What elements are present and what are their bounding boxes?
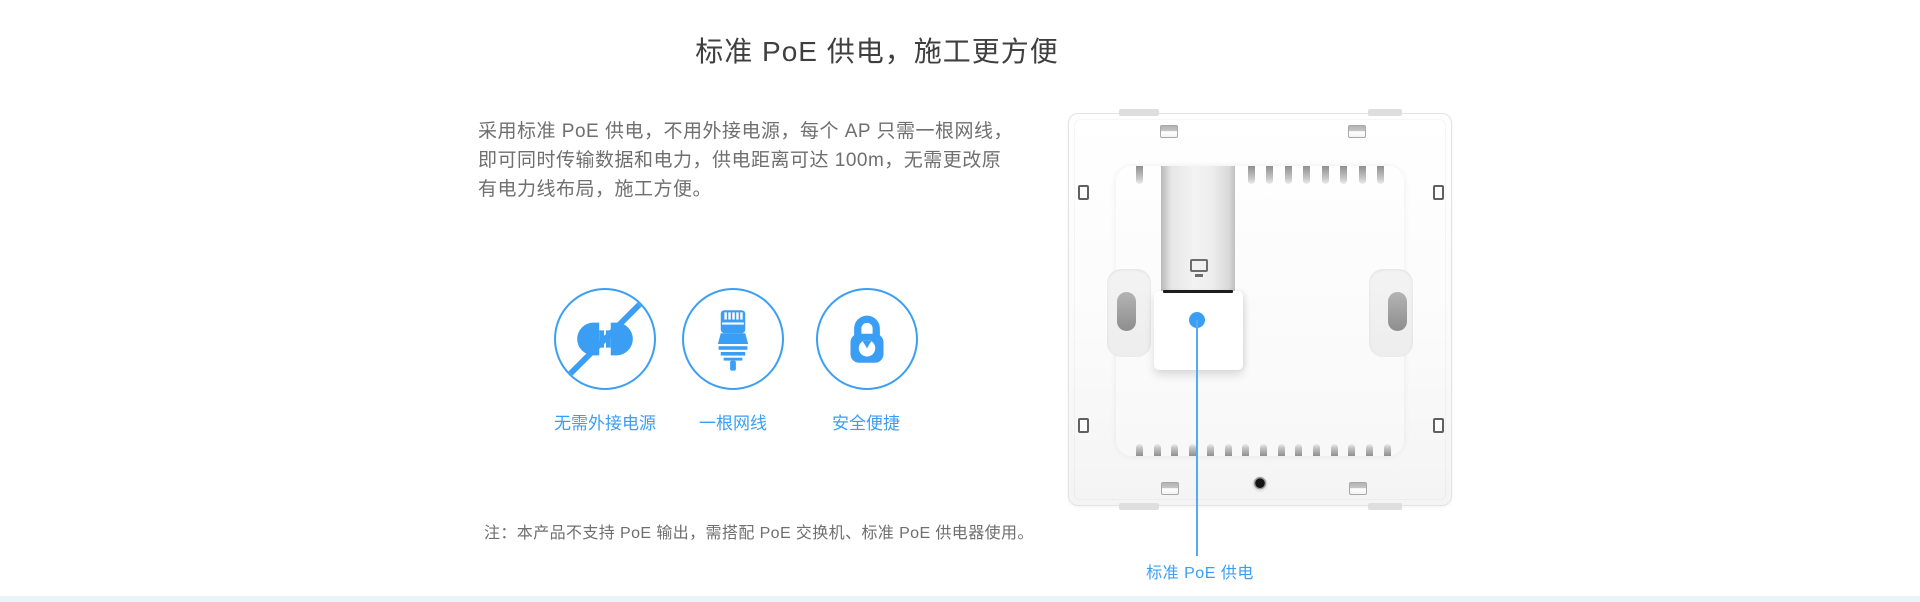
mounting-tab bbox=[1368, 503, 1402, 510]
side-hole bbox=[1078, 185, 1089, 200]
callout-label: 标准 PoE 供电 bbox=[1146, 565, 1254, 582]
ethernet-cable-icon bbox=[697, 300, 769, 378]
poe-port-block bbox=[1154, 291, 1243, 370]
next-section-edge bbox=[0, 596, 1920, 602]
feature-secure bbox=[816, 288, 918, 390]
intro-line: 即可同时传输数据和电力，供电距离可达 100m，无需更改原 bbox=[478, 150, 1002, 171]
vent-slots-top bbox=[1248, 166, 1384, 184]
mount-slot bbox=[1160, 125, 1178, 138]
intro-line: 采用标准 PoE 供电，不用外接电源，每个 AP 只需一根网线， bbox=[478, 121, 1014, 142]
mounting-tab bbox=[1368, 109, 1402, 116]
side-hole bbox=[1433, 185, 1444, 200]
mounting-tab bbox=[1119, 109, 1159, 116]
side-hole bbox=[1433, 418, 1444, 433]
mount-slot bbox=[1349, 482, 1367, 495]
callout-line bbox=[1196, 320, 1198, 556]
latch-button bbox=[1117, 292, 1136, 331]
feature-no-external-power bbox=[554, 288, 656, 390]
mounting-tab bbox=[1119, 503, 1159, 510]
intro-paragraph: 采用标准 PoE 供电，不用外接电源，每个 AP 只需一根网线， 即可同时传输数… bbox=[478, 117, 1014, 204]
latch-button bbox=[1388, 292, 1407, 331]
feature-one-cable bbox=[682, 288, 784, 390]
feature-label-secure: 安全便捷 bbox=[832, 414, 900, 433]
no-external-power-icon bbox=[557, 291, 653, 387]
vent-slots-top bbox=[1136, 166, 1143, 184]
mount-slot bbox=[1348, 125, 1366, 138]
rj45-opening bbox=[1163, 290, 1233, 293]
lock-icon bbox=[834, 304, 900, 374]
mount-slot bbox=[1161, 482, 1179, 495]
intro-line: 有电力线布局，施工方便。 bbox=[478, 179, 713, 200]
note-text: 注：本产品不支持 PoE 输出，需搭配 PoE 交换机、标准 PoE 供电器使用… bbox=[484, 525, 1034, 542]
page-title: 标准 PoE 供电，施工更方便 bbox=[695, 36, 1059, 67]
product-image-wall-ap bbox=[1068, 109, 1452, 510]
screw-hole bbox=[1252, 476, 1268, 492]
feature-label-one-cable: 一根网线 bbox=[699, 414, 767, 433]
feature-label-no-external-power: 无需外接电源 bbox=[554, 414, 656, 433]
side-hole bbox=[1078, 418, 1089, 433]
vent-slots-bottom bbox=[1136, 444, 1391, 456]
ethernet-port-icon bbox=[1190, 259, 1208, 277]
